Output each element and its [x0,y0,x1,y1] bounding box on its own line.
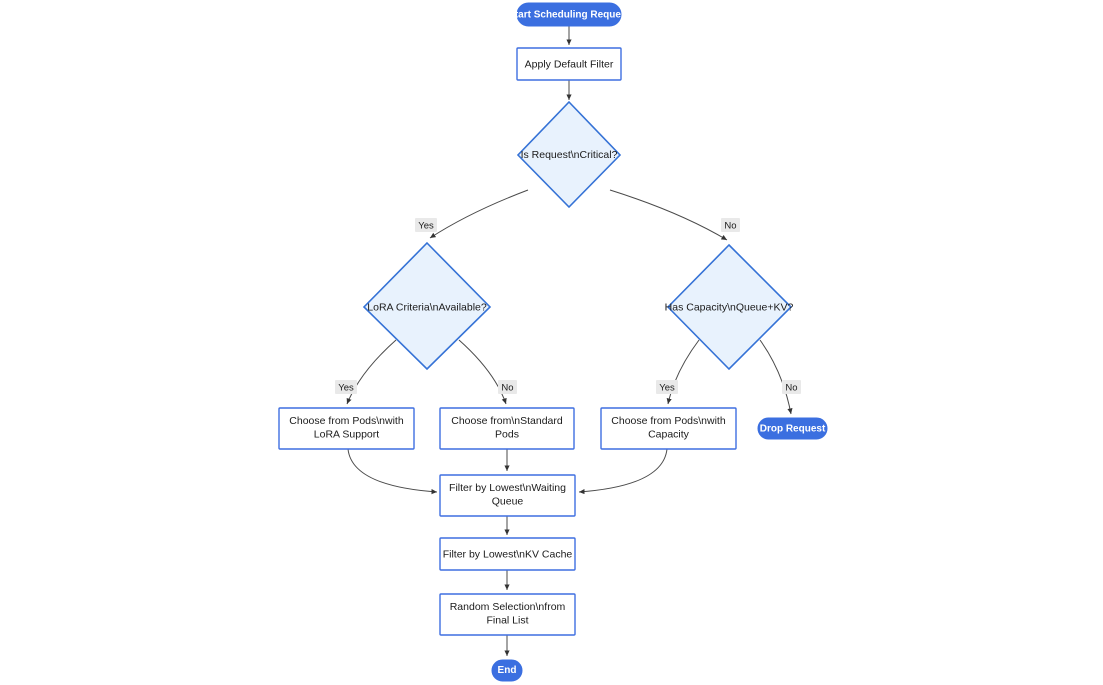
node-filter-lowest-waiting-queue[interactable]: Filter by Lowest\nWaiting Queue [439,474,576,517]
edge-label-text: Yes [659,383,675,394]
node-filter-lowest-waiting-queue-label-line2: Queue [492,495,524,507]
node-filter-lowest-waiting-queue-shape[interactable] [439,474,576,517]
node-choose-standard-pods-label-line1: Choose from\nStandard [451,415,563,427]
node-has-capacity-queue-kv-label: Has Capacity\nQueue+KV? [665,301,794,313]
node-drop-request-label: Drop Request [760,424,826,435]
node-lora-criteria-available-shape[interactable] [362,241,492,371]
node-filter-lowest-kv-cache-shape[interactable] [439,537,576,571]
edge-is-critical-to-lora-criteria [429,189,529,239]
node-has-capacity-queue-kv[interactable]: Has Capacity\nQueue+KV? [665,243,794,371]
node-end-label: End [498,665,517,676]
edge-pods-lora-to-filter-queue [347,448,438,495]
node-filter-lowest-kv-cache[interactable]: Filter by Lowest\nKV Cache [439,537,576,571]
node-start[interactable]: Start Scheduling Request [508,2,631,27]
edge-lora-criteria-to-pods-lora [346,339,397,405]
node-apply-default-filter[interactable]: Apply Default Filter [516,47,622,81]
node-end-shape[interactable] [491,659,523,682]
edge-label-lora-yes: Yes [335,380,357,394]
node-choose-standard-pods[interactable]: Choose from\nStandard Pods [439,407,575,450]
edge-pods-capacity-to-filter-queue [578,448,668,495]
node-filter-lowest-kv-cache-label: Filter by Lowest\nKV Cache [443,548,573,560]
edge-label-is-critical-no: No [721,218,740,232]
node-apply-default-filter-label: Apply Default Filter [525,58,614,70]
nodes-layer: Start Scheduling Request Apply Default F… [278,2,828,682]
edge-lora-criteria-to-pods-standard [458,339,507,405]
node-lora-criteria-available[interactable]: LoRA Criteria\nAvailable? [362,241,492,371]
node-random-selection-final-list-shape[interactable] [439,593,576,636]
node-choose-standard-pods-shape[interactable] [439,407,575,450]
edge-is-critical-to-has-capacity [609,189,728,241]
edge-label-is-critical-yes: Yes [415,218,437,232]
node-choose-pods-lora-support[interactable]: Choose from Pods\nwith LoRA Support [278,407,415,450]
edge-label-text: Yes [338,383,354,394]
edge-has-capacity-to-pods-capacity [666,339,700,405]
node-choose-pods-capacity-label-line1: Choose from Pods\nwith [611,415,726,427]
node-end[interactable]: End [491,659,523,682]
edge-has-capacity-to-drop-request [759,339,793,415]
node-drop-request-shape[interactable] [757,417,828,440]
node-is-request-critical-label: Is Request\nCritical? [521,149,618,161]
node-random-selection-final-list[interactable]: Random Selection\nfrom Final List [439,593,576,636]
node-choose-pods-capacity[interactable]: Choose from Pods\nwith Capacity [600,407,737,450]
node-choose-pods-capacity-shape[interactable] [600,407,737,450]
node-start-shape[interactable] [516,2,622,27]
edge-label-text: Yes [418,221,434,232]
node-filter-lowest-waiting-queue-label-line1: Filter by Lowest\nWaiting [449,482,566,494]
node-choose-pods-lora-support-label-line2: LoRA Support [314,428,379,440]
edge-label-text: No [785,383,797,394]
edges-layer [346,26,793,657]
node-has-capacity-queue-kv-shape[interactable] [666,243,793,371]
edge-labels-layer: Yes No Yes No Yes No [335,218,801,394]
node-choose-pods-capacity-label-line2: Capacity [648,428,690,440]
edge-label-text: No [501,383,513,394]
node-drop-request[interactable]: Drop Request [757,417,828,440]
edge-label-lora-no: No [498,380,517,394]
node-is-request-critical[interactable]: Is Request\nCritical? [516,100,622,209]
node-choose-standard-pods-label-line2: Pods [495,428,519,440]
node-start-label: Start Scheduling Request [508,10,630,21]
node-random-selection-final-list-label-line1: Random Selection\nfrom [450,601,566,613]
node-choose-pods-lora-support-shape[interactable] [278,407,415,450]
node-choose-pods-lora-support-label-line1: Choose from Pods\nwith [289,415,404,427]
node-lora-criteria-available-label: LoRA Criteria\nAvailable? [367,301,487,313]
edge-label-capacity-no: No [782,380,801,394]
node-is-request-critical-shape[interactable] [516,100,622,209]
node-random-selection-final-list-label-line2: Final List [486,614,528,626]
edge-label-text: No [724,221,736,232]
edge-label-capacity-yes: Yes [656,380,678,394]
node-apply-default-filter-shape[interactable] [516,47,622,81]
